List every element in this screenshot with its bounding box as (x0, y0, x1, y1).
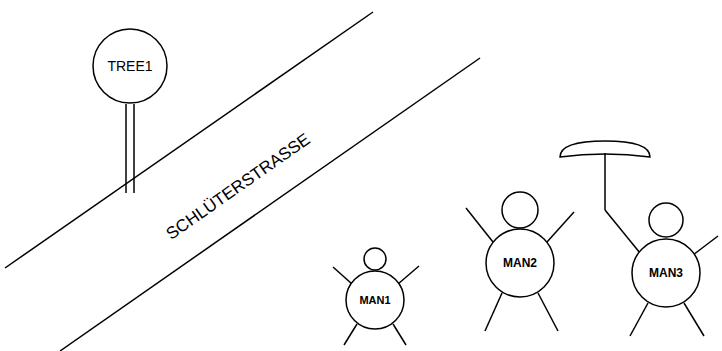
person-body: MAN2 (485, 228, 555, 298)
person-body: MAN3 (631, 238, 701, 308)
arm (693, 236, 718, 255)
head (502, 192, 538, 228)
head (649, 203, 683, 237)
road-edge (5, 12, 373, 268)
tree-crown: TREE1 (92, 28, 168, 104)
arm (333, 267, 352, 284)
leg (684, 303, 704, 336)
node-label: TREE1 (107, 58, 152, 74)
arm (605, 210, 640, 253)
circle-shape (632, 239, 700, 307)
tree-trunk (133, 104, 135, 193)
node-label: MAN2 (503, 256, 537, 270)
head (364, 248, 386, 270)
circle-shape (93, 29, 167, 103)
leg (393, 324, 406, 345)
arm (466, 208, 493, 242)
circle-shape (346, 271, 404, 329)
node-label: MAN3 (649, 266, 683, 280)
leg (485, 293, 502, 331)
leg (538, 293, 558, 331)
node-label: MAN1 (359, 294, 390, 306)
arm (547, 212, 574, 242)
arm (398, 266, 419, 284)
circle-shape (486, 229, 554, 297)
person-body: MAN1 (345, 270, 405, 330)
umbrella-handle (604, 153, 606, 210)
tree-trunk (125, 104, 127, 193)
leg (344, 324, 357, 345)
leg (630, 303, 648, 336)
